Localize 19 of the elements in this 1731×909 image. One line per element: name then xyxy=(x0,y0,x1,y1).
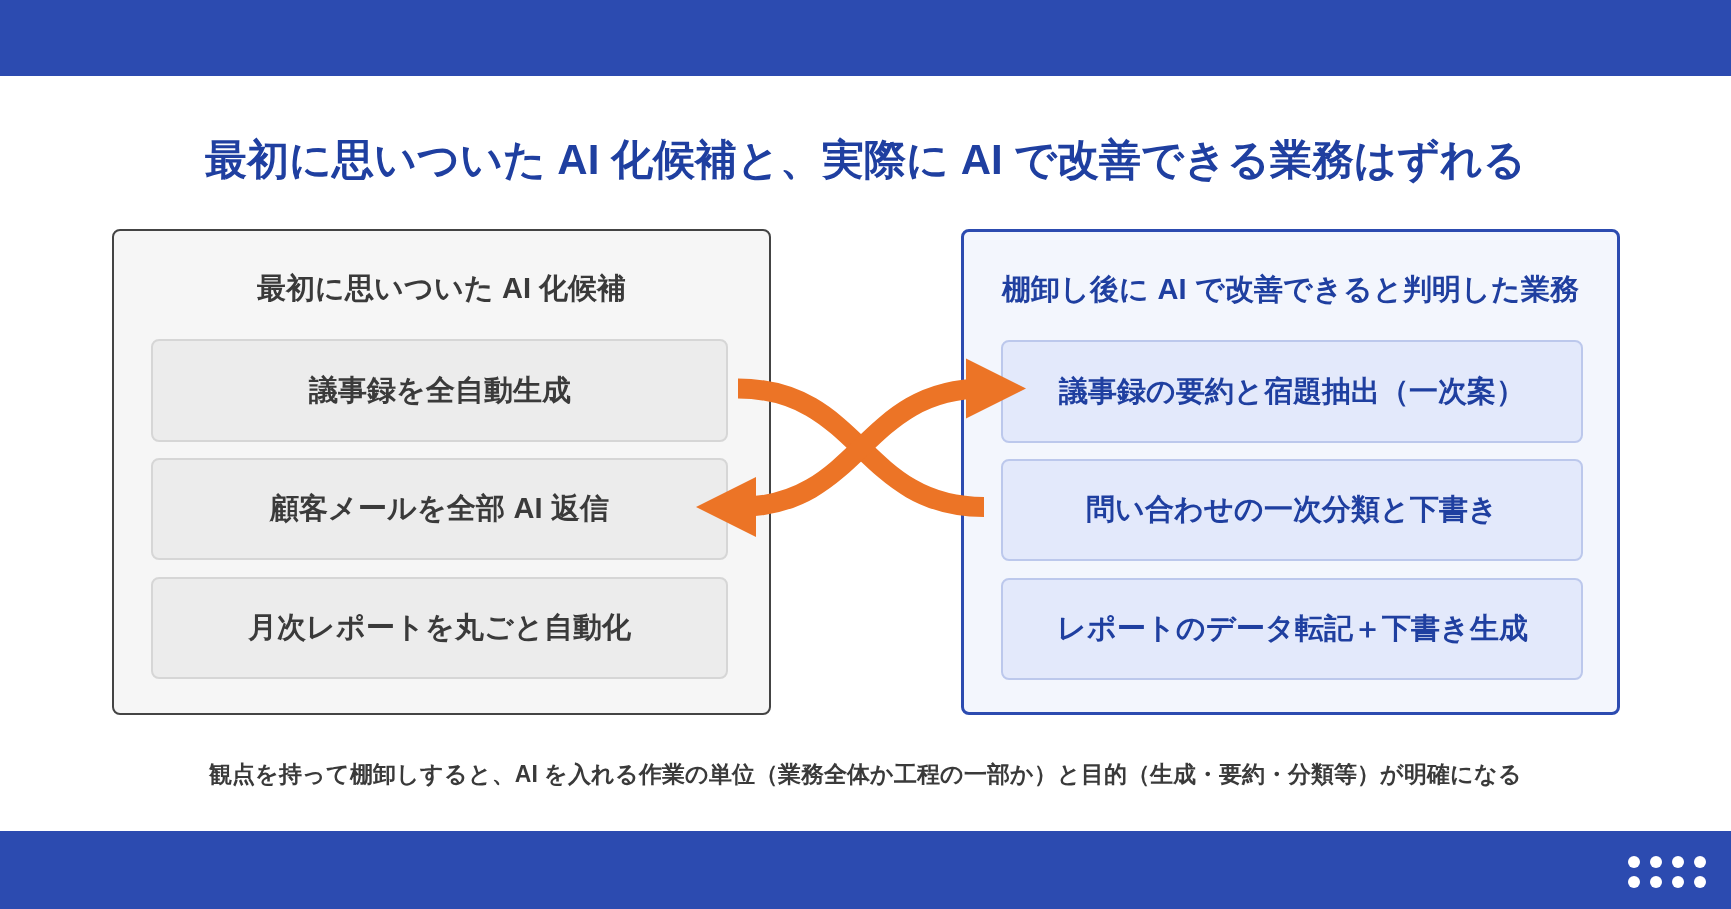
task-box xyxy=(151,339,728,442)
task-box xyxy=(1001,340,1583,443)
task-box xyxy=(1001,578,1583,680)
panel-heading: 最初に思いついた AI 化候補 xyxy=(255,271,628,306)
task-box xyxy=(151,577,728,679)
task-label: 議事録を全自動生成 xyxy=(308,372,571,408)
task-label: 月次レポートを丸ごと自動化 xyxy=(248,610,631,646)
curved-arrow xyxy=(696,360,1026,536)
caption: 観点を持って棚卸しすると、AI を入れる作業の単位（業務全体か工程の一部か）と目的（生成・要約・分類等）が明確になる xyxy=(207,760,1524,789)
task-label: 議事録の要約と宿題抽出（一次案） xyxy=(1059,373,1525,409)
task-label: レポートのデータ転記＋下書き生成 xyxy=(1056,611,1528,647)
task-label: 顧客メールを全部 AI 返信 xyxy=(270,491,609,527)
title: 最初に思いついた AI 化候補と、実際に AI で改善できる業務はずれる xyxy=(203,135,1528,186)
panel-heading: 棚卸し後に AI で改善できると判明した業務 xyxy=(1000,272,1580,307)
panel-box xyxy=(961,229,1620,715)
task-label: 問い合わせの一次分類と下書き xyxy=(1086,492,1498,528)
task-box xyxy=(151,458,728,560)
panel-box xyxy=(112,229,771,715)
task-box xyxy=(1001,459,1583,561)
